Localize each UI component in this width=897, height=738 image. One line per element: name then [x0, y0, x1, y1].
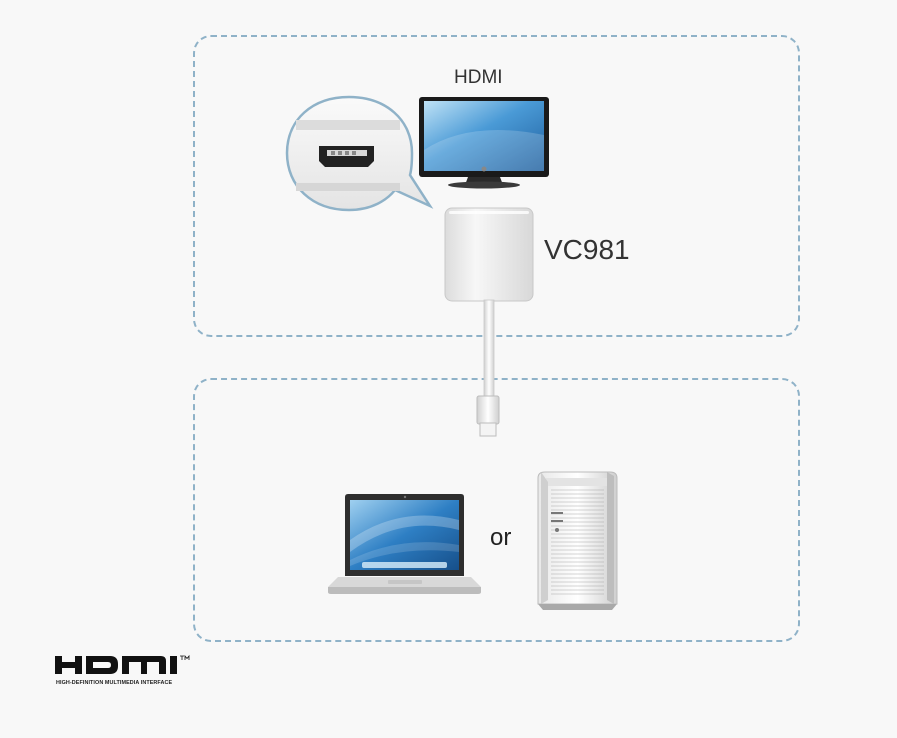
- laptop-icon: [328, 494, 481, 594]
- monitor-icon: [419, 97, 549, 189]
- adapter-icon: [444, 207, 534, 302]
- display-panel: [193, 35, 800, 337]
- hdmi-logo: [55, 652, 200, 692]
- source-panel: [193, 378, 800, 642]
- hdmi-logo-tagline: HIGH-DEFINITION MULTIMEDIA INTERFACE: [56, 680, 173, 686]
- cable-icon: [476, 299, 500, 437]
- desktop-tower-icon: [537, 471, 618, 610]
- hdmi-port-callout: [285, 95, 434, 212]
- hdmi-port-icon: [319, 146, 374, 167]
- port-type-label: HDMI: [454, 67, 503, 88]
- hdmi-wordmark-icon: [55, 654, 190, 674]
- adapter-model-label: VC981: [544, 234, 630, 265]
- alternative-label: or: [490, 524, 512, 551]
